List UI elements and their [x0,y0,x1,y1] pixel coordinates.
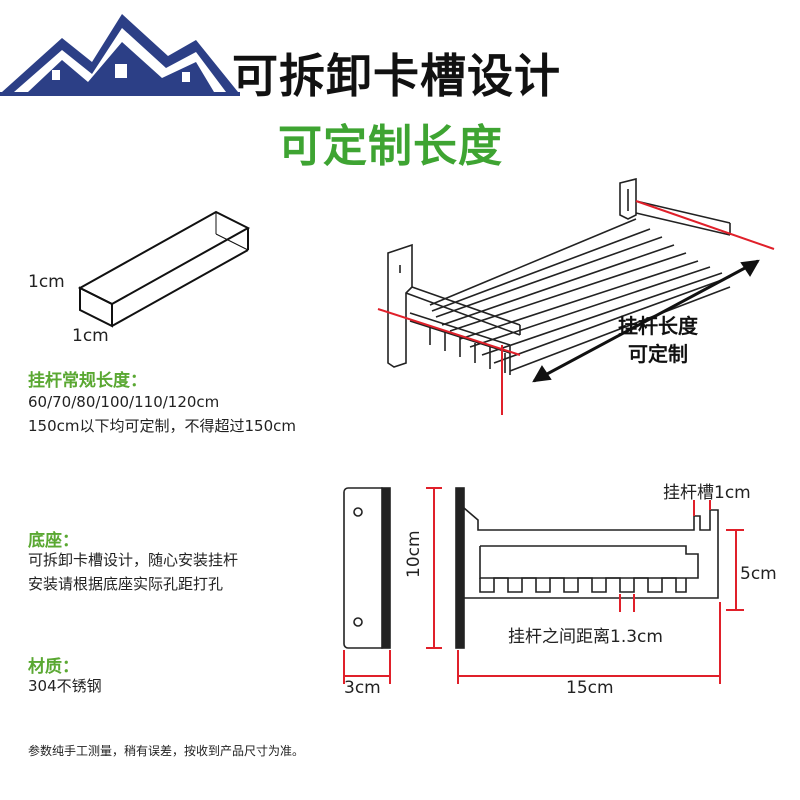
base-section-body: 可拆卸卡槽设计，随心安装挂杆 安装请根据底座实际孔距打孔 [28,548,238,596]
length-line: 60/70/80/100/110/120cm [28,393,220,411]
bracket-dimension-drawing [343,487,744,684]
material-line: 304不锈钢 [28,677,102,695]
slot-width-label: 挂杆槽1cm [663,483,751,503]
rod-spacing-label: 挂杆之间距离1.3cm [508,627,663,647]
base-line: 安装请根据底座实际孔距打孔 [28,575,224,593]
length-line: 150cm以下均可定制，不得超过150cm [28,417,296,435]
rack-length-callout: 挂杆长度 可定制 [618,312,698,368]
base-section-heading: 底座： [28,531,79,551]
page-subtitle: 可定制长度 [278,121,503,172]
towel-rack-drawing [377,177,775,415]
measurement-note: 参数纯手工测量，稍有误差，按收到产品尺寸为准。 [28,744,305,758]
bar-sample-drawing [77,210,251,328]
material-section-heading: 材质： [28,657,79,677]
brand-logo [0,0,240,100]
bar-height-label: 1cm [28,272,65,292]
length-section-body: 60/70/80/100/110/120cm 150cm以下均可定制，不得超过1… [28,390,296,438]
plate-width-label: 3cm [344,678,381,698]
page-title: 可拆卸卡槽设计 [232,49,561,103]
arm-depth-label: 5cm [740,564,777,584]
bar-width-label: 1cm [72,326,109,346]
bracket-height-label: 10cm [404,530,424,578]
arm-length-label: 15cm [566,678,614,698]
rack-callout-line2: 可定制 [628,342,688,366]
length-section-heading: 挂杆常规长度： [28,371,147,391]
rack-callout-line1: 挂杆长度 [618,314,698,338]
base-line: 可拆卸卡槽设计，随心安装挂杆 [28,551,239,569]
material-section-body: 304不锈钢 [28,674,102,698]
